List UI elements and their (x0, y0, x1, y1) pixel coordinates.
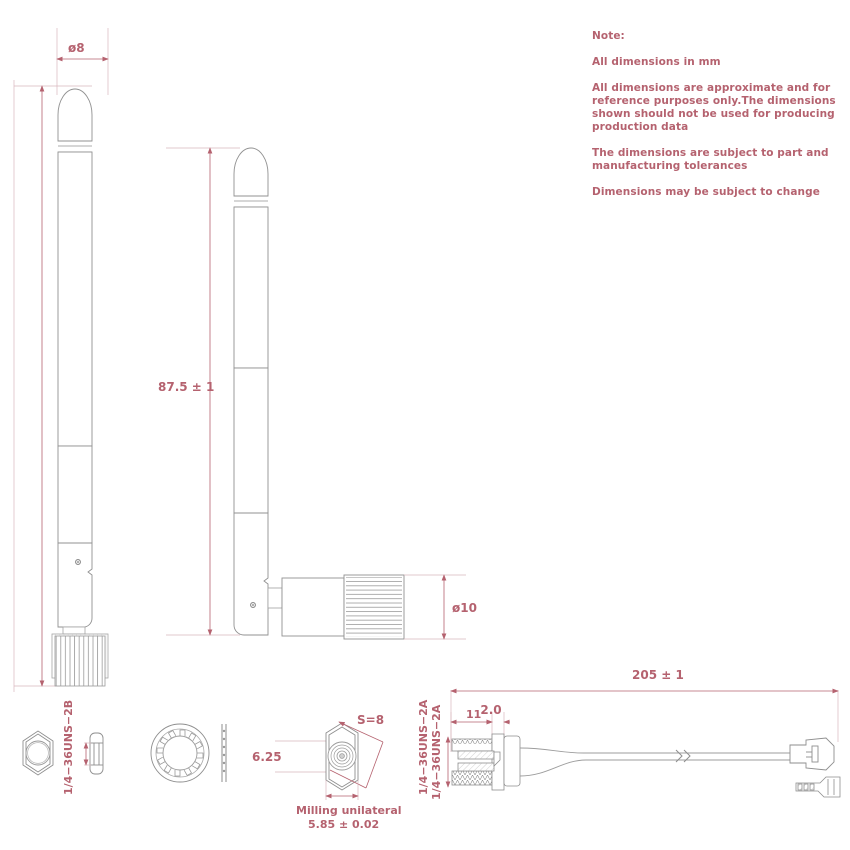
angled-antenna-projection-lines (166, 147, 240, 636)
shoulder-label: 2.0 (480, 703, 501, 717)
hex-nut-thread-circle (27, 742, 49, 764)
note-heading: Note: (592, 30, 625, 42)
end-connector-detail-view (795, 776, 841, 798)
note-line-1: All dimensions in mm (592, 56, 721, 68)
angled-antenna-height-label: 87.5 ± 1 (158, 380, 214, 394)
straight-antenna-knurl (54, 635, 106, 687)
lock-washer-bore (162, 735, 198, 771)
hex-nut-height-dimension (83, 742, 91, 766)
milling-label-line2: 5.85 ± 0.02 (308, 818, 379, 831)
thread-length-dimension: 11 (450, 708, 493, 725)
angled-antenna-connector-knurl (346, 577, 402, 637)
connector-face-leader-lines (275, 740, 326, 773)
angled-antenna-shaft (233, 206, 269, 636)
cable-assembly-view: 205 ± 1 11 2.0 1/4−36UNS−2A (430, 668, 841, 800)
diameter-8-dimension: ø8 (56, 41, 109, 62)
lock-washer-view (150, 723, 227, 783)
bulkhead-hatching (458, 751, 494, 771)
thread-length-label: 11 (466, 708, 481, 721)
straight-antenna-screw-center (77, 561, 79, 563)
diameter-8-label: ø8 (68, 41, 85, 55)
straight-antenna-body (57, 88, 93, 142)
cable-assembly-thread-label: 1/4−36UNS−2A (430, 704, 443, 800)
note-line-3: The dimensions are subject to part and m… (592, 147, 829, 172)
angled-antenna-screw-center (252, 604, 254, 606)
hex-nut-side-view (89, 732, 104, 775)
note-line-4: Dimensions may be subject to change (592, 186, 820, 198)
connector-face-view: 6.25 S=8 Mil (252, 699, 430, 831)
straight-antenna-projection-lines (13, 28, 109, 692)
connector-face-circles (327, 741, 357, 771)
connector-face-thread-label: 1/4−36UNS−2A (417, 699, 430, 795)
angled-antenna-hinge (267, 587, 283, 609)
straight-antenna-shaft (57, 151, 93, 628)
straight-antenna-tip-grooves (58, 140, 92, 153)
straight-antenna-view: ø8 (13, 28, 109, 692)
end-connector (789, 737, 835, 771)
total-length-dimension: 205 ± 1 (450, 668, 839, 694)
milling-width-dimension (325, 780, 359, 800)
across-flats-dimension (329, 721, 384, 789)
note-line-2: All dimensions are approximate and for r… (592, 82, 836, 133)
angled-antenna-view: 87.5 ± 1 (158, 147, 477, 640)
lock-washer-side-view (221, 724, 227, 782)
across-flats-label: S=8 (357, 713, 384, 727)
lock-washer-inner-ring (155, 728, 205, 778)
angled-antenna-height-dimension: 87.5 ± 1 (158, 147, 214, 636)
connector-height-label: 6.25 (252, 750, 282, 764)
angled-antenna-tip-grooves (234, 195, 268, 208)
diameter-10-dimension: ø10 (404, 574, 477, 640)
total-length-label: 205 ± 1 (632, 668, 684, 682)
bulkhead-thread-texture (452, 739, 492, 785)
bulkhead-pin (493, 751, 501, 767)
hex-nut-bore (25, 740, 51, 766)
angled-antenna-body (233, 147, 269, 197)
lock-washer-teeth (156, 729, 204, 777)
cable-break-symbol (675, 749, 691, 763)
notes-block: Note: All dimensions in mm All dimension… (592, 30, 840, 212)
shoulder-dimension: 2.0 (480, 703, 510, 725)
hex-nut-view: 1/4−36UNS−2B (22, 700, 104, 795)
milling-label-line1: Milling unilateral (296, 804, 402, 817)
hex-nut-thread-label: 1/4−36UNS−2B (62, 700, 75, 795)
diameter-10-label: ø10 (452, 601, 477, 615)
coaxial-cable (519, 747, 790, 777)
